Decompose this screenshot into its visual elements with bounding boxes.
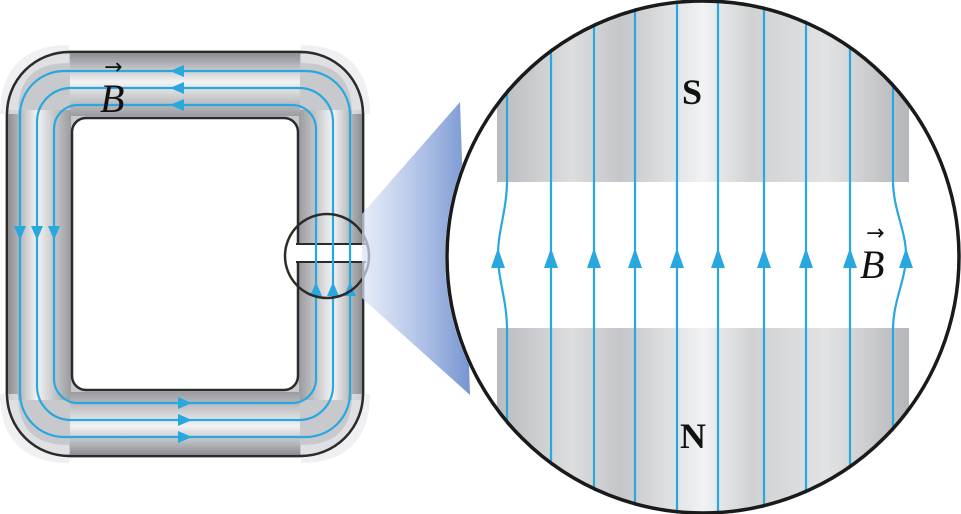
gap-arrow-7 [757,248,771,268]
gap-arrow-1 [491,248,505,268]
core-field-arrows [14,65,356,443]
zoom-circle-outline [445,0,961,514]
south-pole-label: S [682,72,702,112]
gap-arrow-10 [899,248,913,268]
arrow-left-3 [48,226,60,240]
gap-field-arrows [491,248,913,268]
arrow-right-2 [327,282,339,296]
core-field-label: → B [100,55,124,121]
arrow-right-1 [310,282,322,296]
arrow-bottom-2 [178,414,192,426]
core-b-label: B [100,76,124,121]
gap-b-label: B [860,242,884,287]
north-pole-label: N [680,416,706,456]
zoom-cone [362,102,470,395]
gap-vector-arrow-symbol: → [866,221,884,246]
core-vector-arrow-symbol: → [104,55,122,80]
gap-arrow-5 [670,248,684,268]
gap-arrow-2 [544,248,558,268]
arrow-left-1 [14,226,26,240]
arrow-left-2 [31,226,43,240]
arrow-bottom-3 [178,431,192,443]
gap-arrow-8 [799,248,813,268]
gap-arrow-6 [711,248,725,268]
south-pole-block [497,0,909,182]
arrow-top-2 [170,82,184,94]
gap-arrow-4 [628,248,642,268]
arrow-top-1 [170,65,184,77]
arrow-top-3 [170,99,184,111]
gap-arrow-9 [843,248,857,268]
gap-arrow-3 [587,248,601,268]
arrow-bottom-1 [178,397,192,409]
iron-core [0,45,370,463]
